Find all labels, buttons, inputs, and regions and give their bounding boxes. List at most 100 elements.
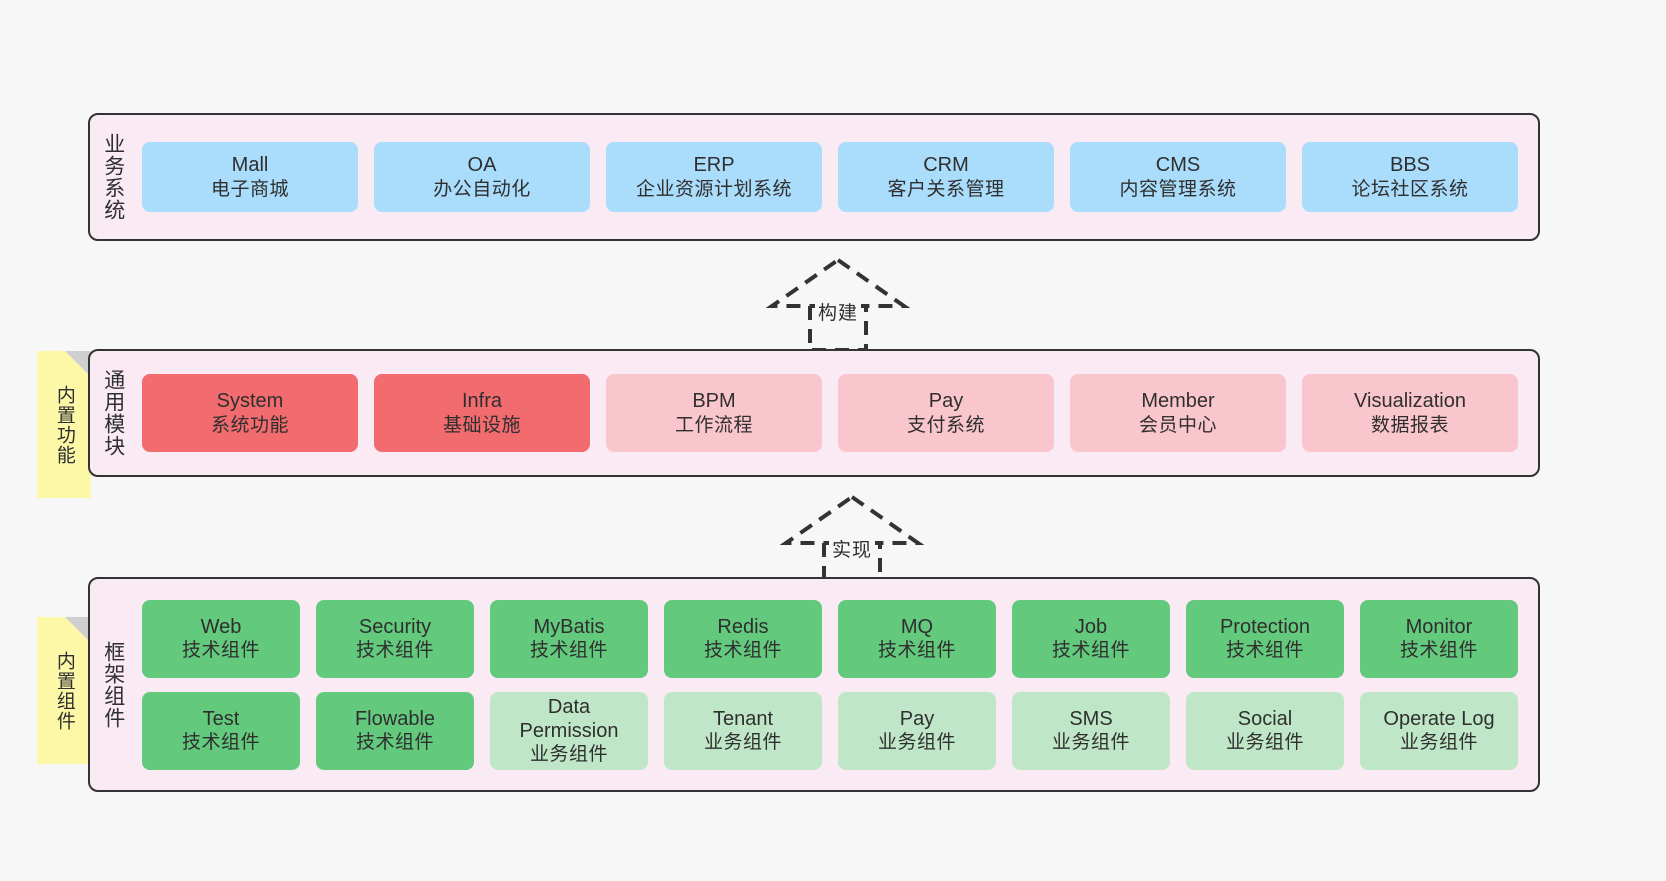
card-title-cn: 技术组件 xyxy=(703,640,782,662)
card-title-en: Mall xyxy=(231,154,269,177)
layer-title-framework: 框架组件 xyxy=(101,640,125,729)
card-row: Web 技术组件 Security 技术组件 MyBatis 技术组件 Redi… xyxy=(142,599,1518,678)
card-title-en: Security xyxy=(358,615,432,638)
card-title-cn: 业务组件 xyxy=(1051,732,1130,754)
layer-business-systems: 业务系统 Mall 电子商城 OA 办公自动化 ERP 企业资源计划系统 CRM… xyxy=(88,113,1540,241)
card-visualization[interactable]: Visualization 数据报表 xyxy=(1302,374,1518,452)
card-title-cn: 办公自动化 xyxy=(433,178,531,200)
card-title-en: Operate Log xyxy=(1383,707,1495,730)
card-flowable[interactable]: Flowable 技术组件 xyxy=(316,691,474,770)
card-title-cn: 技术组件 xyxy=(1225,640,1304,662)
card-title-en: Member xyxy=(1141,390,1215,413)
card-title-cn: 客户关系管理 xyxy=(887,178,1005,200)
card-title-cn: 数据报表 xyxy=(1370,414,1449,436)
card-redis[interactable]: Redis 技术组件 xyxy=(664,599,822,678)
card-title-cn: 技术组件 xyxy=(877,640,956,662)
card-title-en: MyBatis xyxy=(533,615,605,638)
card-title-en: Social xyxy=(1237,707,1293,730)
card-job[interactable]: Job 技术组件 xyxy=(1012,599,1170,678)
card-title-en: ERP xyxy=(693,154,735,177)
layer-title-business: 业务系统 xyxy=(101,133,125,221)
card-web[interactable]: Web 技术组件 xyxy=(142,599,300,678)
card-operate-log[interactable]: Operate Log 业务组件 xyxy=(1360,691,1518,770)
generalization-arrow-realize: 实现 xyxy=(772,493,932,589)
arrow-label-build: 构建 xyxy=(814,298,862,325)
folded-corner-icon xyxy=(65,617,91,643)
generalization-arrow-build: 构建 xyxy=(758,256,918,352)
card-title-cn: 业务组件 xyxy=(529,744,608,766)
card-test[interactable]: Test 技术组件 xyxy=(142,691,300,770)
card-row: Mall 电子商城 OA 办公自动化 ERP 企业资源计划系统 CRM 客户关系… xyxy=(142,142,1518,212)
card-monitor[interactable]: Monitor 技术组件 xyxy=(1360,599,1518,678)
card-row: System 系统功能 Infra 基础设施 BPM 工作流程 Pay 支付系统… xyxy=(142,374,1518,452)
layer-common-modules: 通用模块 System 系统功能 Infra 基础设施 BPM 工作流程 Pay… xyxy=(88,349,1540,477)
card-title-en: Test xyxy=(202,707,240,730)
card-title-en: Flowable xyxy=(354,707,436,730)
card-title-en: Protection xyxy=(1219,615,1311,638)
card-data-permission[interactable]: Data Permission 业务组件 xyxy=(490,691,648,770)
card-title-cn: 基础设施 xyxy=(442,414,521,436)
card-system[interactable]: System 系统功能 xyxy=(142,374,358,452)
card-title-cn: 业务组件 xyxy=(877,732,956,754)
card-title-cn: 工作流程 xyxy=(674,414,753,436)
card-title-cn: 技术组件 xyxy=(181,640,260,662)
card-title-en: Web xyxy=(200,615,242,638)
note-label: 内置组件 xyxy=(53,650,75,731)
folded-corner-icon xyxy=(65,351,91,377)
card-sms[interactable]: SMS 业务组件 xyxy=(1012,691,1170,770)
card-title-en: CRM xyxy=(923,154,969,177)
card-row: Test 技术组件 Flowable 技术组件 Data Permission … xyxy=(142,691,1518,770)
card-title-en: BPM xyxy=(692,390,736,413)
card-title-cn: 内容管理系统 xyxy=(1119,178,1237,200)
card-crm[interactable]: CRM 客户关系管理 xyxy=(838,142,1054,212)
layer-body-common: System 系统功能 Infra 基础设施 BPM 工作流程 Pay 支付系统… xyxy=(136,351,1538,475)
card-security[interactable]: Security 技术组件 xyxy=(316,599,474,678)
card-erp[interactable]: ERP 企业资源计划系统 xyxy=(606,142,822,212)
card-protection[interactable]: Protection 技术组件 xyxy=(1186,599,1344,678)
card-infra[interactable]: Infra 基础设施 xyxy=(374,374,590,452)
sticky-note-builtin-components: 内置组件 xyxy=(37,617,91,764)
card-title-en: OA xyxy=(467,154,497,177)
card-title-cn: 会员中心 xyxy=(1138,414,1217,436)
card-title-en: Tenant xyxy=(712,707,774,730)
card-pay[interactable]: Pay 支付系统 xyxy=(838,374,1054,452)
note-label: 内置功能 xyxy=(53,384,75,465)
card-bpm[interactable]: BPM 工作流程 xyxy=(606,374,822,452)
card-pay-component[interactable]: Pay 业务组件 xyxy=(838,691,996,770)
layer-body-framework: Web 技术组件 Security 技术组件 MyBatis 技术组件 Redi… xyxy=(136,579,1538,790)
card-title-en: Visualization xyxy=(1354,390,1466,413)
card-title-en: Data Permission xyxy=(519,695,619,742)
card-title-cn: 技术组件 xyxy=(355,640,434,662)
card-title-en: Pay xyxy=(899,707,935,730)
card-mall[interactable]: Mall 电子商城 xyxy=(142,142,358,212)
card-title-cn: 论坛社区系统 xyxy=(1351,178,1469,200)
card-cms[interactable]: CMS 内容管理系统 xyxy=(1070,142,1286,212)
card-title-en: Redis xyxy=(717,615,769,638)
card-title-en: MQ xyxy=(900,615,934,638)
card-title-cn: 技术组件 xyxy=(1399,640,1478,662)
card-title-en: Infra xyxy=(461,390,503,413)
card-title-cn: 技术组件 xyxy=(355,732,434,754)
layer-body-business: Mall 电子商城 OA 办公自动化 ERP 企业资源计划系统 CRM 客户关系… xyxy=(136,115,1538,239)
card-title-en: Monitor xyxy=(1405,615,1473,638)
card-title-cn: 业务组件 xyxy=(703,732,782,754)
card-mq[interactable]: MQ 技术组件 xyxy=(838,599,996,678)
card-member[interactable]: Member 会员中心 xyxy=(1070,374,1286,452)
card-tenant[interactable]: Tenant 业务组件 xyxy=(664,691,822,770)
card-oa[interactable]: OA 办公自动化 xyxy=(374,142,590,212)
arrow-label-realize: 实现 xyxy=(828,535,876,562)
card-title-en: SMS xyxy=(1069,707,1113,730)
card-title-en: Pay xyxy=(928,390,964,413)
card-title-en: Job xyxy=(1074,615,1108,638)
card-bbs[interactable]: BBS 论坛社区系统 xyxy=(1302,142,1518,212)
card-title-cn: 技术组件 xyxy=(1051,640,1130,662)
card-title-cn: 技术组件 xyxy=(529,640,608,662)
card-title-cn: 支付系统 xyxy=(906,414,985,436)
card-title-cn: 企业资源计划系统 xyxy=(635,178,792,200)
card-social[interactable]: Social 业务组件 xyxy=(1186,691,1344,770)
layer-framework-components: 框架组件 Web 技术组件 Security 技术组件 MyBatis 技术组件… xyxy=(88,577,1540,792)
card-title-en: CMS xyxy=(1155,154,1201,177)
card-title-cn: 业务组件 xyxy=(1225,732,1304,754)
card-mybatis[interactable]: MyBatis 技术组件 xyxy=(490,599,648,678)
card-title-cn: 技术组件 xyxy=(181,732,260,754)
